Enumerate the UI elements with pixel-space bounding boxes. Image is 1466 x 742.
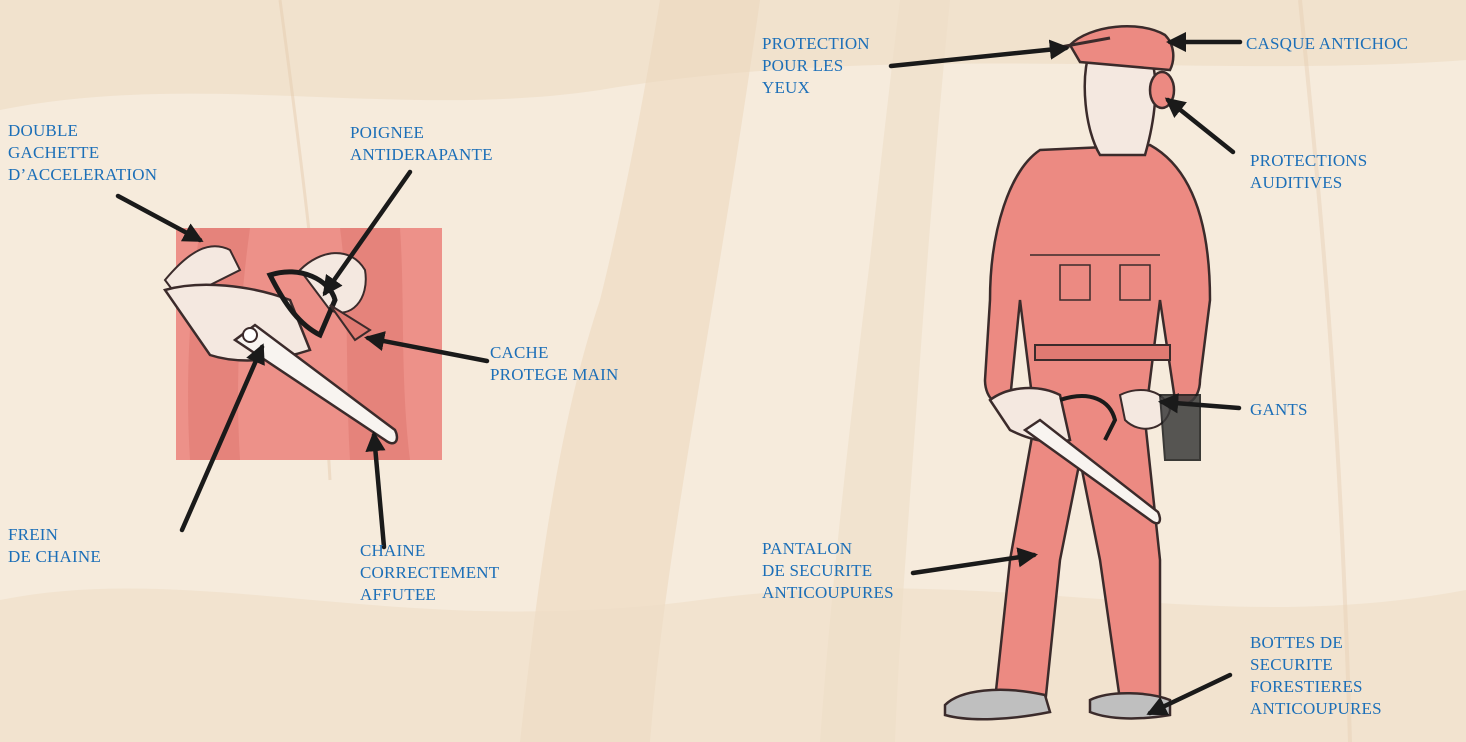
label-protection-yeux: PROTECTION POUR LES YEUX — [762, 33, 870, 99]
label-cache: CACHE PROTEGE MAIN — [490, 342, 618, 386]
label-bottes: BOTTES DE SECURITE FORESTIERES ANTICOUPU… — [1250, 632, 1382, 720]
label-chaine: CHAINE CORRECTEMENT AFFUTEE — [360, 540, 499, 606]
label-gants: GANTS — [1250, 399, 1308, 421]
label-poignee: POIGNEE ANTIDERAPANTE — [350, 122, 493, 166]
label-pantalon: PANTALON DE SECURITE ANTICOUPURES — [762, 538, 894, 604]
label-protections-auditives: PROTECTIONS AUDITIVES — [1250, 150, 1367, 194]
label-casque: CASQUE ANTICHOC — [1246, 33, 1408, 55]
label-frein: FREIN DE CHAINE — [8, 524, 101, 568]
label-double-gachette: DOUBLE GACHETTE D’ACCELERATION — [8, 120, 157, 186]
